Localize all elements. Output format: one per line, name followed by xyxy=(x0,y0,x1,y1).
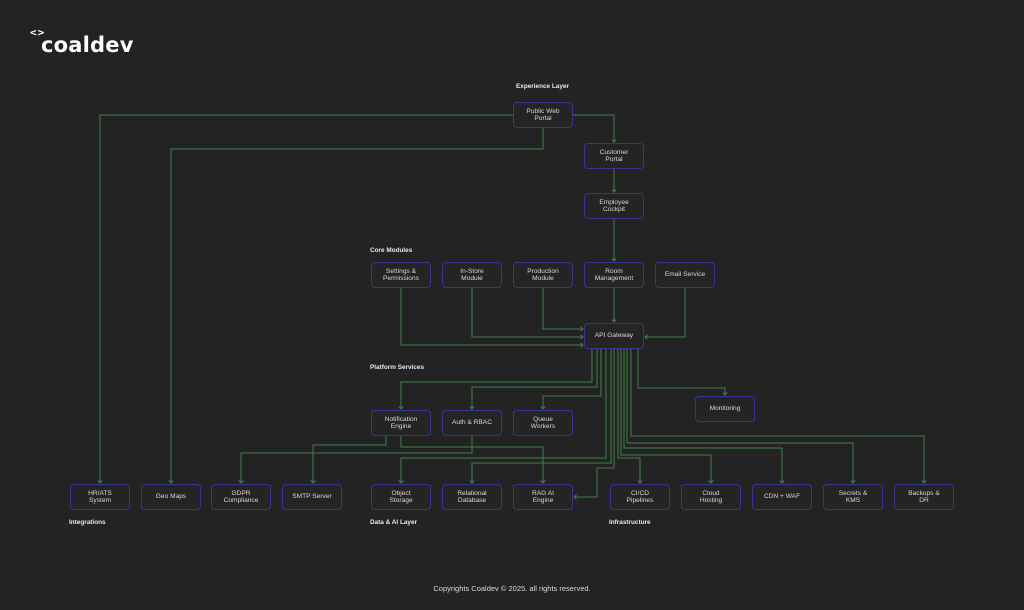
node-relational-database[interactable]: Relational Database xyxy=(442,484,502,510)
wire-api-gateway-to-cloud-hosting xyxy=(620,349,714,484)
node-cicd-pipelines[interactable]: CI/CD Pipelines xyxy=(610,484,670,510)
node-gdpr-compliance[interactable]: GDPR Compliance xyxy=(211,484,271,510)
wire-public-web-portal-to-geo-maps xyxy=(168,128,544,484)
wire-email-service-to-api-gateway xyxy=(644,288,686,340)
node-in-store-module[interactable]: In-Store Module xyxy=(442,262,502,288)
node-settings-permissions[interactable]: Settings & Permissions xyxy=(371,262,431,288)
node-employee-cockpit[interactable]: Employee Cockpit xyxy=(584,193,644,219)
code-brackets-icon: <> xyxy=(30,26,46,39)
wire-public-web-portal-to-customer-portal xyxy=(573,114,617,143)
node-smtp-server[interactable]: SMTP Server xyxy=(282,484,342,510)
wire-production-module-to-api-gateway xyxy=(542,288,584,332)
node-email-service[interactable]: Email Service xyxy=(655,262,715,288)
node-monitoring[interactable]: Monitoring xyxy=(695,396,755,422)
wire-api-gateway-to-rag-ai-engine xyxy=(573,349,615,500)
node-object-storage[interactable]: Object Storage xyxy=(371,484,431,510)
wire-api-gateway-to-backups-dr xyxy=(630,349,927,484)
node-api-gateway[interactable]: API Gateway xyxy=(584,323,644,349)
node-geo-maps[interactable]: Geo Maps xyxy=(141,484,201,510)
node-cloud-hosting[interactable]: Cloud Hosting xyxy=(681,484,741,510)
wire-api-gateway-to-auth-rbac xyxy=(469,349,598,410)
wire-in-store-module-to-api-gateway xyxy=(471,288,584,340)
wire-api-gateway-to-cdn-waf xyxy=(623,349,785,484)
wire-api-gateway-to-monitoring xyxy=(637,349,728,396)
section-data-ai-layer: Data & AI Layer xyxy=(370,519,417,526)
section-core-modules: Core Modules xyxy=(370,247,413,254)
node-notification-engine[interactable]: Notification Engine xyxy=(371,410,431,436)
brand-name: coaldev xyxy=(41,33,134,57)
node-queue-workers[interactable]: Queue Workers xyxy=(513,410,573,436)
wire-public-web-portal-to-hr-ats xyxy=(97,114,513,484)
wire-api-gateway-to-secrets-kms xyxy=(626,349,856,484)
node-cdn-waf[interactable]: CDN + WAF xyxy=(752,484,812,510)
node-production-module[interactable]: Production Module xyxy=(513,262,573,288)
wire-api-gateway-to-object-storage xyxy=(398,349,607,484)
node-backups-dr[interactable]: Backups & DR xyxy=(894,484,954,510)
wire-notification-engine-to-smtp xyxy=(310,436,387,484)
wire-auth-rbac-to-gdpr xyxy=(238,436,473,484)
wire-api-gateway-to-queue-workers xyxy=(540,349,602,410)
wire-api-gateway-to-cicd xyxy=(617,349,643,484)
node-auth-rbac[interactable]: Auth & RBAC xyxy=(442,410,502,436)
node-hr-ats-system[interactable]: HR/ATS System xyxy=(70,484,130,510)
footer-copyright: Copyrights Coaldev © 2025. all rights re… xyxy=(433,584,591,593)
section-infrastructure: Infrastructure xyxy=(609,519,651,526)
section-platform-services: Platform Services xyxy=(370,364,424,371)
node-customer-portal[interactable]: Customer Portal xyxy=(584,143,644,169)
node-room-management[interactable]: Room Management xyxy=(584,262,644,288)
section-integrations: Integrations xyxy=(69,519,106,526)
wire-api-gateway-to-notification-engine xyxy=(398,349,593,410)
wire-settings-to-api-gateway xyxy=(400,288,584,348)
wire-api-gateway-to-relational-database xyxy=(469,349,612,484)
node-public-web-portal[interactable]: Public Web Portal xyxy=(513,102,573,128)
section-experience-layer: Experience Layer xyxy=(516,83,569,90)
node-secrets-kms[interactable]: Secrets & KMS xyxy=(823,484,883,510)
node-rag-ai-engine[interactable]: RAG AI Engine xyxy=(513,484,573,510)
